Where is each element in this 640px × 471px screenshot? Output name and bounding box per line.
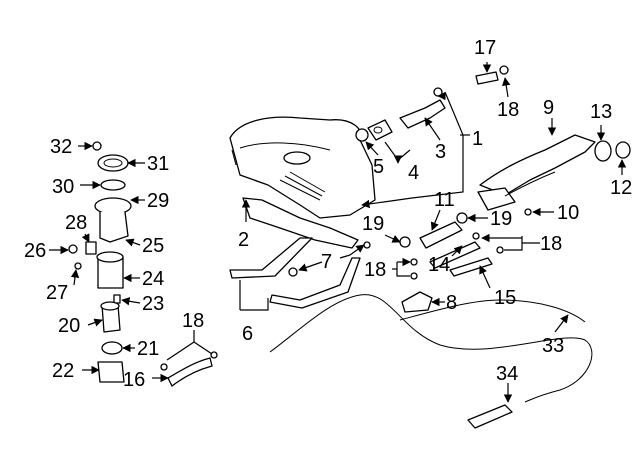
callout-11: 11	[434, 189, 455, 211]
callout-31: 31	[147, 153, 169, 175]
pump-assembly-parts	[68, 141, 132, 383]
callout-23: 23	[142, 293, 164, 315]
callout-27: 27	[46, 282, 68, 304]
callout-18-top: 18	[497, 99, 519, 121]
fuel-tank	[229, 116, 376, 219]
release-cable-2	[399, 299, 586, 323]
callout-19-right: 19	[490, 208, 512, 230]
release-lever	[467, 404, 513, 429]
tank-straps	[229, 237, 361, 309]
callout-19-left: 19	[362, 213, 384, 235]
callout-33: 33	[542, 335, 564, 357]
callout-24: 24	[142, 268, 164, 290]
callout-18-left: 18	[182, 310, 204, 332]
filler-cap	[615, 141, 631, 159]
callout-21: 21	[137, 338, 159, 360]
callout-30: 30	[52, 176, 74, 198]
heat-shield	[242, 197, 359, 249]
callout-5: 5	[373, 156, 384, 178]
filler-hose	[419, 221, 463, 249]
callout-9: 9	[543, 97, 554, 119]
callout-29: 29	[147, 190, 169, 212]
filler-cap-gasket	[594, 140, 612, 162]
callout-28: 28	[65, 212, 87, 234]
callout-8: 8	[446, 292, 457, 314]
fasteners	[160, 65, 532, 371]
callout-16: 16	[123, 369, 145, 391]
callout-25: 25	[142, 235, 164, 257]
callout-7: 7	[321, 251, 332, 273]
filler-neck	[477, 134, 596, 211]
callout-32: 32	[50, 136, 72, 158]
callout-18-right: 18	[540, 233, 562, 255]
callout-17: 17	[474, 37, 496, 59]
callout-10: 10	[557, 202, 579, 224]
breather-hose	[449, 257, 493, 277]
callout-2: 2	[238, 229, 249, 251]
callout-15: 15	[494, 287, 516, 309]
callout-13: 13	[590, 101, 612, 123]
callout-1: 1	[472, 128, 483, 150]
callout-20: 20	[58, 315, 80, 337]
bracket-8	[401, 291, 433, 313]
callout-18-center: 18	[364, 259, 386, 281]
callout-6: 6	[242, 323, 253, 345]
callout-3: 3	[435, 141, 446, 163]
fuel-filter-parts	[355, 87, 446, 142]
callout-22: 22	[52, 360, 74, 382]
fuel-hose-16	[167, 357, 213, 387]
release-cable	[269, 294, 593, 403]
leader-lines	[49, 62, 627, 403]
callout-26: 26	[24, 240, 46, 262]
callout-12: 12	[610, 177, 632, 199]
callout-4: 4	[408, 162, 419, 184]
callout-14: 14	[428, 254, 450, 276]
callout-34: 34	[496, 363, 518, 385]
callout-labels: 1 2 3 4 5 6 7 8 9 10 11 12 13 14 15 16 1…	[24, 37, 632, 391]
